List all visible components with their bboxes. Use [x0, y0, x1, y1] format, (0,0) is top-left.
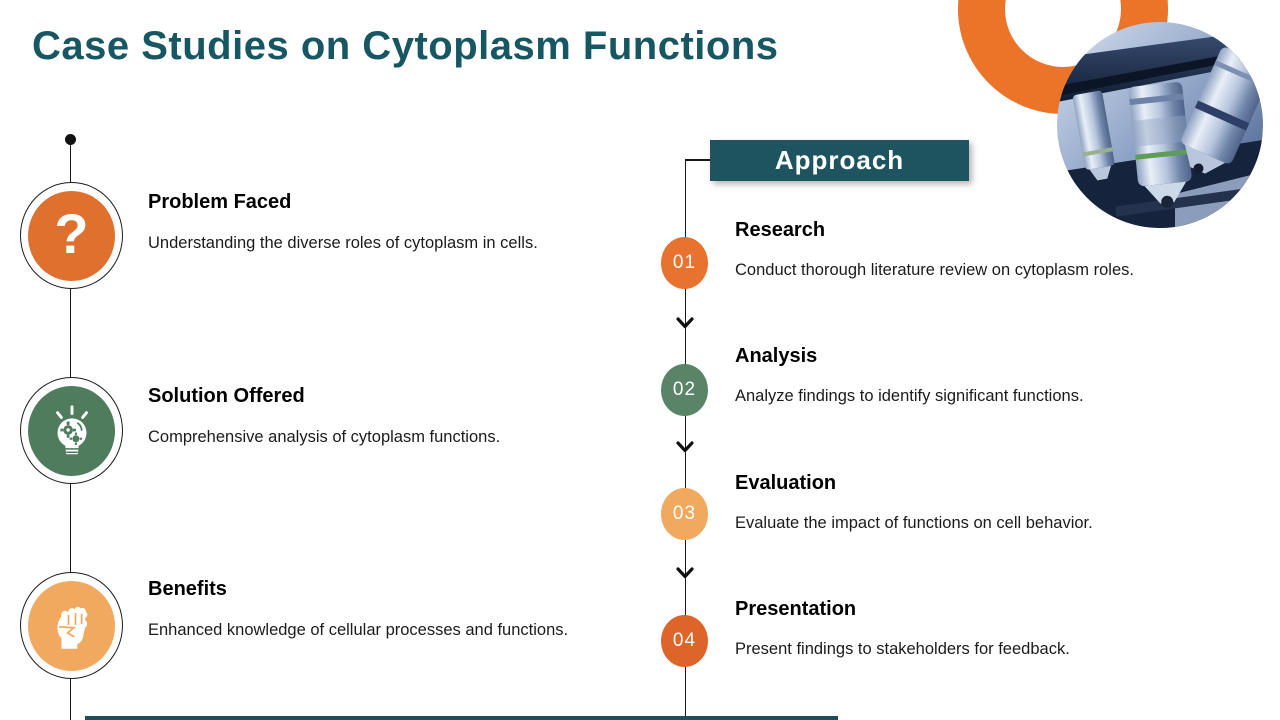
step-heading: Presentation: [735, 598, 857, 620]
step-number-01: 01: [661, 237, 708, 289]
microscope-objectives-illustration: [1057, 22, 1263, 228]
case-item-description: Enhanced knowledge of cellular processes…: [148, 621, 569, 639]
step-number-03: 03: [661, 488, 708, 540]
case-item-problem: Problem Faced Understanding the diverse …: [148, 191, 668, 253]
approach-step-research: Research Conduct thorough literature rev…: [735, 219, 1215, 280]
case-item-description: Comprehensive analysis of cytoplasm func…: [148, 428, 501, 446]
lightbulb-gears-icon: [28, 385, 115, 476]
case-item-benefits-badge: [20, 572, 123, 679]
case-item-heading: Benefits: [148, 578, 227, 600]
case-item-problem-badge: ?: [20, 182, 123, 289]
fist-glyph: [56, 606, 87, 649]
step-heading: Evaluation: [735, 472, 837, 494]
case-item-benefits: Benefits Enhanced knowledge of cellular …: [148, 578, 668, 640]
page-title: Case Studies on Cytoplasm Functions: [32, 24, 779, 68]
step-description: Evaluate the impact of functions on cell…: [735, 514, 1093, 532]
arrow-down-icon: [676, 317, 694, 329]
step-description: Analyze findings to identify significant…: [735, 387, 1084, 405]
approach-step-presentation: Presentation Present findings to stakeho…: [735, 598, 1215, 659]
approach-timeline-line: [684, 159, 687, 720]
question-mark-icon: ?: [28, 190, 115, 281]
step-description: Conduct thorough literature review on cy…: [735, 261, 1134, 279]
arrow-down-icon: [676, 441, 694, 453]
case-item-solution-badge: [20, 377, 123, 484]
case-item-heading: Problem Faced: [148, 191, 292, 213]
timeline-start-dot: [65, 134, 76, 145]
approach-step-evaluation: Evaluation Evaluate the impact of functi…: [735, 472, 1215, 533]
fist-icon: [28, 580, 115, 671]
lightbulb-gears-glyph: [55, 404, 88, 454]
step-number-04: 04: [661, 615, 708, 667]
step-number-02: 02: [661, 364, 708, 416]
step-description: Present findings to stakeholders for fee…: [735, 640, 1070, 658]
question-glyph: ?: [54, 201, 89, 265]
step-heading: Research: [735, 219, 826, 241]
arrow-down-icon: [676, 567, 694, 579]
step-heading: Analysis: [735, 345, 818, 367]
case-item-solution: Solution Offered Comprehensive analysis …: [148, 385, 668, 447]
approach-step-analysis: Analysis Analyze findings to identify si…: [735, 345, 1215, 406]
approach-connector-line: [686, 159, 711, 161]
microscope-photo: [1057, 22, 1263, 228]
case-item-description: Understanding the diverse roles of cytop…: [148, 234, 538, 252]
approach-header: Approach: [710, 140, 969, 181]
bottom-accent-bar: [85, 716, 838, 720]
case-item-heading: Solution Offered: [148, 385, 305, 407]
